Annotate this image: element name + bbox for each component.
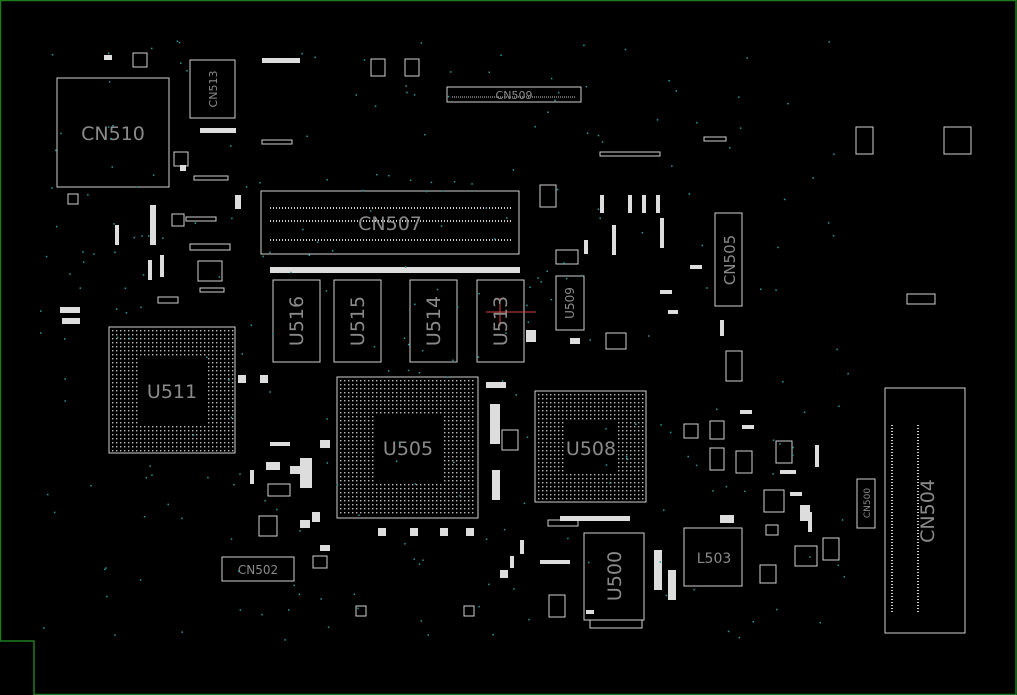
u514-label: U514 — [423, 296, 445, 346]
cn513-label: CN513 — [207, 71, 220, 108]
cn500-component[interactable]: CN500 — [856, 478, 876, 529]
u505-label: U505 — [383, 438, 433, 460]
cn513-component[interactable]: CN513 — [189, 59, 236, 119]
u513-component[interactable]: U513 — [476, 279, 536, 363]
small-parts — [60, 52, 972, 629]
l503-component[interactable]: L503 — [683, 527, 743, 587]
cn509-component[interactable]: CN509 — [446, 86, 582, 103]
u509-label: U509 — [563, 287, 577, 319]
u515-label: U515 — [347, 296, 369, 346]
u511-label: U511 — [147, 381, 197, 403]
u511-component[interactable]: U511 — [108, 326, 236, 454]
u509-component[interactable]: U509 — [555, 275, 585, 331]
u500-label: U500 — [604, 551, 626, 601]
cn504-label: CN504 — [917, 479, 939, 543]
cn509-label: CN509 — [496, 89, 533, 102]
vias — [40, 40, 849, 641]
u500-component[interactable]: U500 — [583, 532, 645, 621]
l503-label: L503 — [697, 551, 732, 567]
cn500-label: CN500 — [863, 488, 873, 518]
cn505-label: CN505 — [721, 235, 739, 285]
cn510-component[interactable]: CN510 — [56, 77, 170, 188]
u513-label: U513 — [490, 296, 512, 346]
cn510-label: CN510 — [81, 123, 145, 145]
u508-component[interactable]: U508 — [534, 390, 647, 503]
cn502-label: CN502 — [238, 563, 278, 577]
u516-component[interactable]: U516 — [272, 279, 321, 363]
u505-component[interactable]: U505 — [336, 376, 479, 519]
cn504-component[interactable]: CN504 — [884, 387, 966, 634]
cn507-component[interactable]: CN507 — [260, 190, 520, 255]
cn505-component[interactable]: CN505 — [714, 212, 743, 307]
cn502-component[interactable]: CN502 — [221, 556, 295, 582]
cn507-label: CN507 — [358, 213, 422, 235]
u508-label: U508 — [566, 438, 616, 460]
u516-label: U516 — [286, 296, 308, 346]
u515-component[interactable]: U515 — [333, 279, 382, 363]
u514-component[interactable]: U514 — [409, 279, 458, 363]
